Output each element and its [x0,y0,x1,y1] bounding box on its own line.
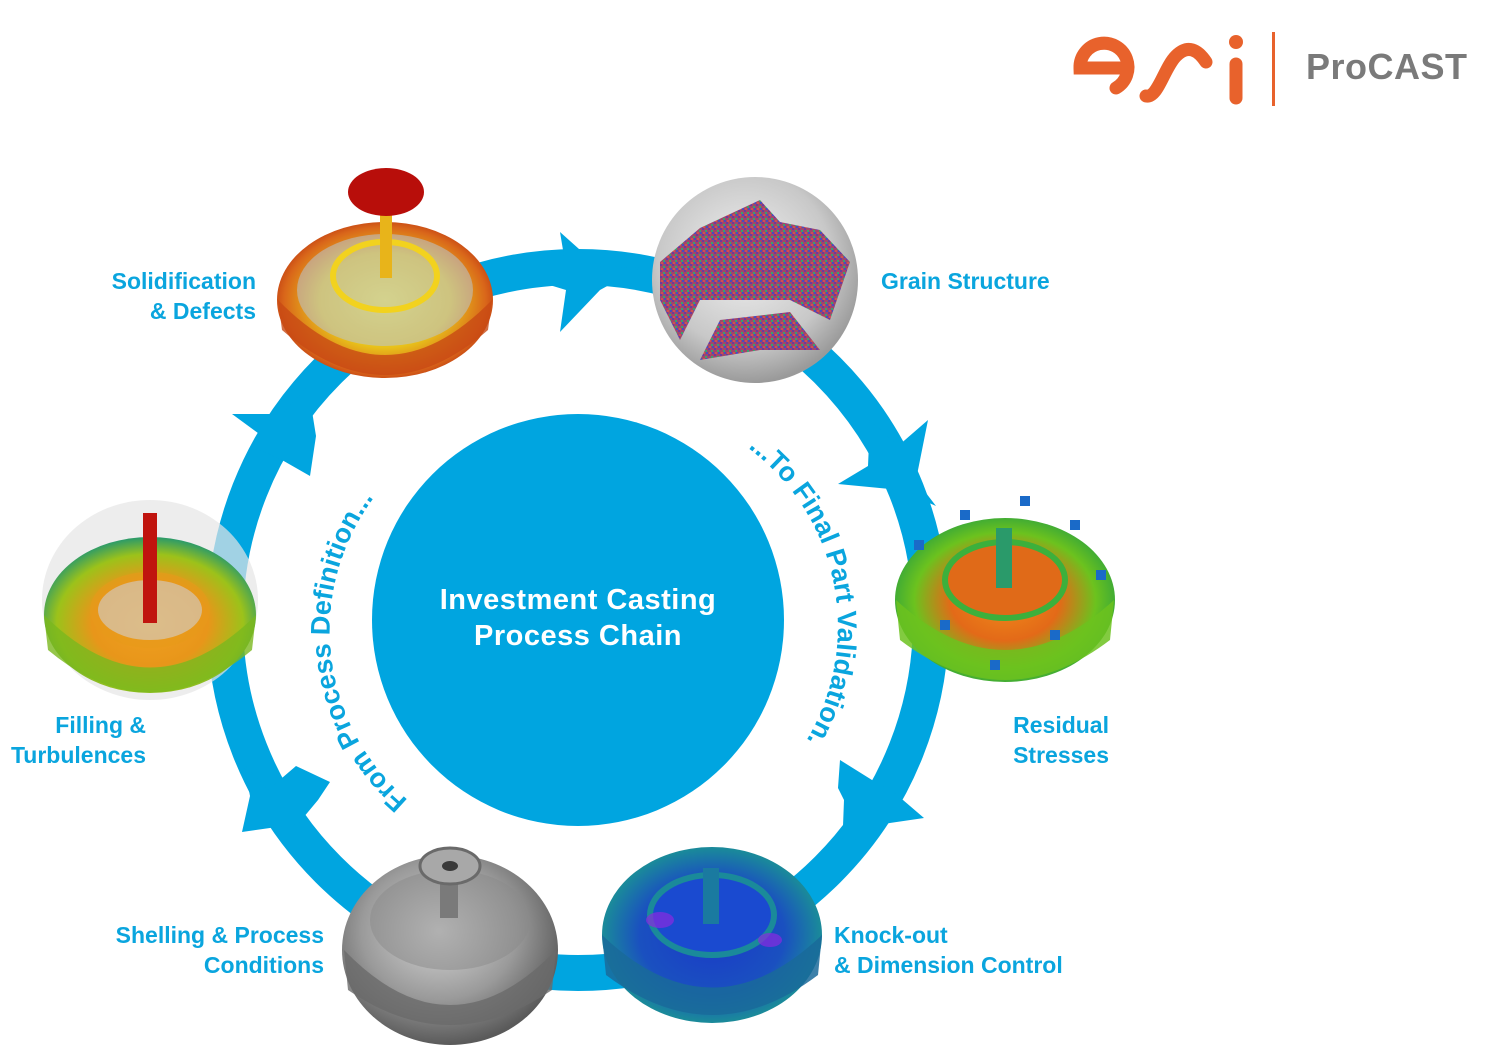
center-title-line2: Process Chain [474,620,682,652]
brand-logo: ProCAST [1066,28,1468,110]
stage-label-filling: Filling & Turbulences [0,710,146,770]
logo-divider [1272,32,1275,106]
center-title-line1: Investment Casting [439,584,717,616]
arrow-left-lower-icon [242,764,330,832]
arrow-right-upper-icon [838,420,936,506]
stage-label-shelling: Shelling & Process Conditions [60,920,324,980]
arrow-top-icon [520,232,640,332]
arrow-left-upper-icon [232,386,316,476]
thumb-residual-stresses [895,496,1115,682]
stage-label-line: Turbulences [10,742,146,768]
stage-label-solidification: Solidification & Defects [60,266,256,326]
stage-label-line: Grain Structure [881,268,1050,294]
stage-label-residual-stresses: Residual Stresses [960,710,1109,770]
stage-label-line: Filling & [55,712,146,738]
center-title: Investment Casting Process Chain [378,582,778,654]
stage-label-knockout: Knock-out & Dimension Control [834,920,1063,980]
thumb-grain-structure [652,177,858,383]
esi-logo-icon [1073,35,1243,105]
thumb-solidification [277,168,493,378]
stage-label-line: Residual [1013,712,1109,738]
stage-label-line: & Dimension Control [834,952,1063,978]
stage-label-line: Knock-out [834,922,948,948]
arrow-right-lower-icon [838,760,924,852]
thumb-knockout-dimension [602,847,822,1023]
center-disk [372,414,784,826]
stage-label-line: Stresses [1013,742,1109,768]
stage-label-line: Conditions [203,952,324,978]
stage-label-line: Shelling & Process [115,922,324,948]
stage-label-line: Solidification [111,268,256,294]
thumb-shelling [342,846,558,1045]
product-name: ProCAST [1306,46,1468,87]
stage-label-line: & Defects [149,298,256,324]
stage-label-grain-structure: Grain Structure [881,266,1050,296]
thumb-filling [42,500,258,700]
